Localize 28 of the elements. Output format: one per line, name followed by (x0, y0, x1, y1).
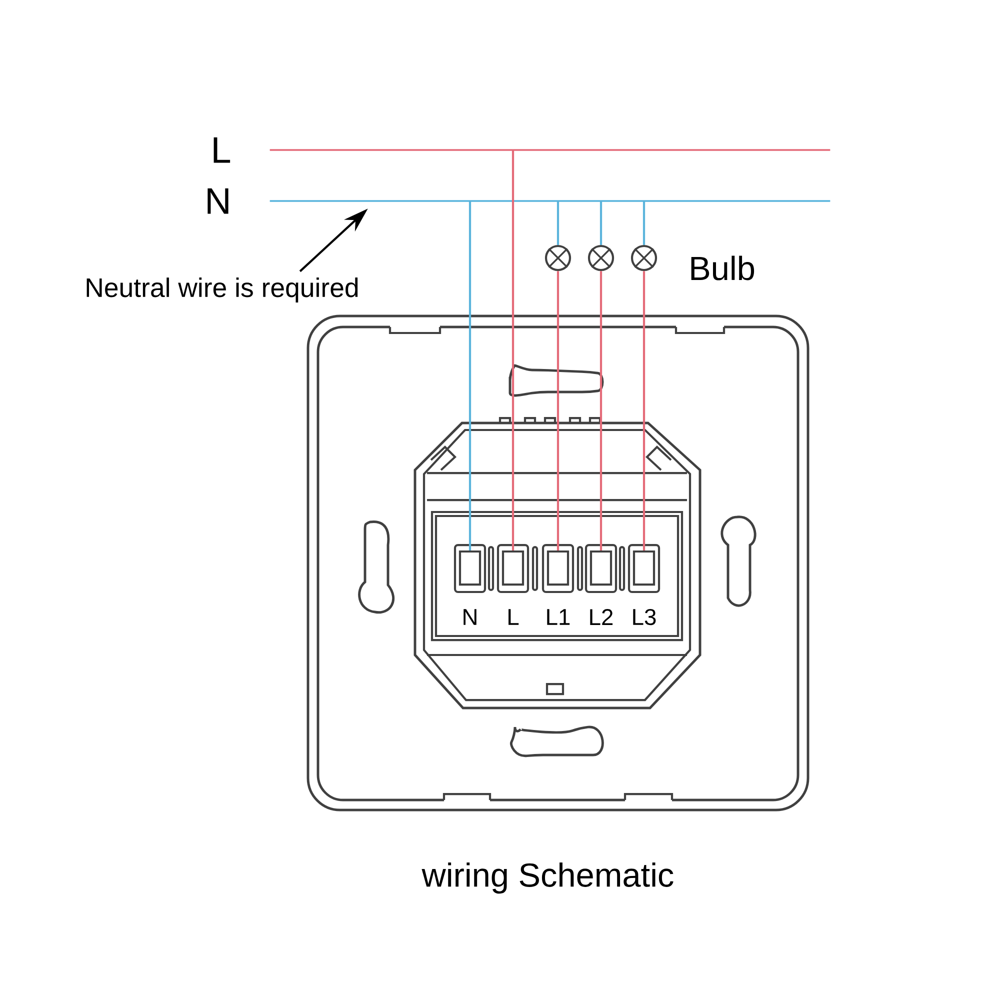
node-label: L3 (633, 608, 656, 626)
wire (556, 201, 560, 245)
caption: wiring Schematic (422, 862, 674, 894)
note-text: Neutral wire is required (86, 278, 358, 302)
terminal: L1 (546, 550, 570, 625)
bulb-label: Bulb (691, 256, 754, 280)
bulb-symbol (544, 244, 572, 272)
node-label: L2 (590, 609, 613, 625)
terminal: L (502, 550, 524, 625)
node-label: L (508, 609, 519, 625)
wire (600, 201, 602, 245)
bus-wire: L (214, 137, 830, 163)
bulb-symbol (588, 244, 614, 272)
wire (468, 201, 472, 550)
wire (556, 271, 560, 550)
bulb-symbol (630, 244, 658, 272)
wire (642, 271, 646, 550)
wire (642, 201, 646, 245)
bus-wire: N (208, 188, 830, 214)
terminal: N (458, 550, 482, 625)
wire (600, 271, 602, 550)
terminal: L2 (590, 550, 613, 625)
node-label: L1 (547, 609, 570, 625)
terminal: L3 (632, 550, 656, 626)
node-label: L (214, 137, 230, 163)
node-label: N (464, 609, 476, 625)
node-label: N (208, 188, 228, 214)
wire (512, 150, 514, 550)
